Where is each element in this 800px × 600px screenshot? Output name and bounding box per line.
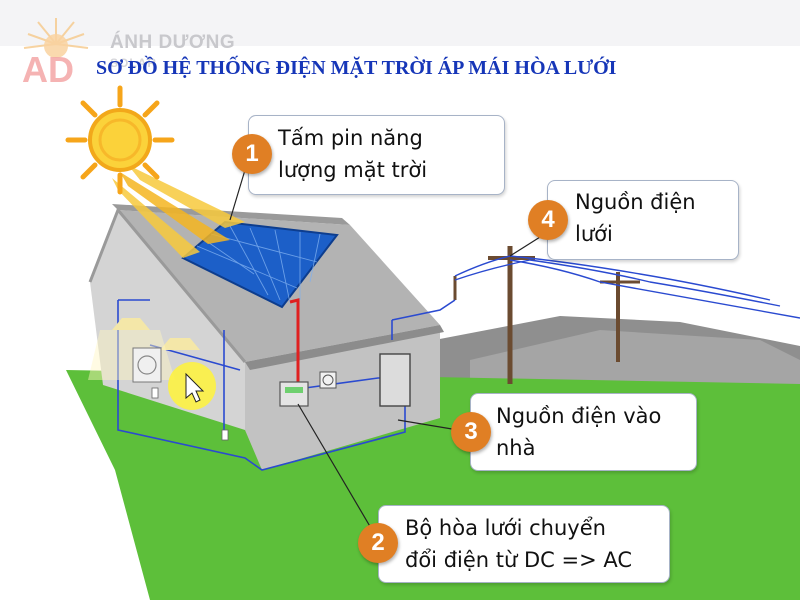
ac-wiring [117, 299, 456, 471]
meter-icon [319, 371, 337, 389]
brand-name: ÁNH DƯƠNG [110, 32, 236, 53]
wall-socket-icon [221, 429, 229, 441]
callout-house-power [470, 393, 697, 471]
air-conditioner-icon [132, 347, 162, 383]
sun-icon [65, 85, 245, 258]
sun-logo-icon: AD [22, 18, 89, 90]
callout-solar-panel [248, 115, 505, 195]
callout-2-line-2: đổi điện từ DC => AC [405, 548, 633, 572]
badge-2: 2 [358, 523, 398, 563]
callout-2-text: Bộ hòa lưới chuyển đổi điện từ DC => AC [405, 512, 632, 576]
distribution-panel-icon [379, 353, 411, 407]
mountain-range-front [470, 330, 800, 392]
callout-3-line-1: Nguồn điện vào [496, 404, 662, 428]
top-banner [0, 0, 800, 46]
callout-1-text: Tấm pin năng lượng mặt trời [278, 122, 427, 186]
callout-4-line-2: lưới [575, 222, 613, 246]
callout-3-text: Nguồn điện vào nhà [496, 400, 661, 464]
logo-mark: AD [22, 49, 74, 90]
callout-inverter [378, 505, 670, 583]
callout-3-line-2: nhà [496, 436, 536, 460]
brand-logo: AD [8, 12, 258, 90]
callout-4-text: Nguồn điện lưới [575, 186, 696, 250]
inverter-icon [279, 381, 309, 407]
callout-4-line-1: Nguồn điện [575, 190, 696, 214]
grid-wires [454, 255, 800, 319]
page-title: SƠ ĐỒ HỆ THỐNG ĐIỆN MẶT TRỜI ÁP MÁI HÒA … [96, 57, 617, 79]
callout-1-line-1: Tấm pin năng [278, 126, 423, 150]
badge-1: 1 [232, 134, 272, 174]
cursor-icon [185, 372, 205, 403]
solar-panel-icon [181, 220, 339, 309]
badge-3: 3 [451, 412, 491, 452]
callout-2-line-1: Bộ hòa lưới chuyển [405, 516, 606, 540]
badge-4: 4 [528, 200, 568, 240]
brand-sub: SOLAR [110, 56, 157, 70]
wall-switch-icon [151, 387, 159, 399]
callout-grid-power [547, 180, 739, 260]
callout-1-line-2: lượng mặt trời [278, 158, 428, 182]
dc-wire [289, 298, 300, 384]
